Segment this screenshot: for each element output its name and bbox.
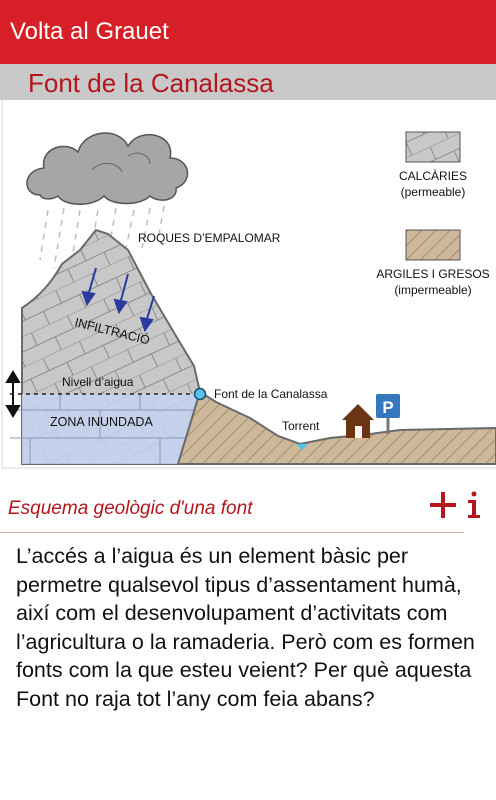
legend-clay: ARGILES I GRESOS (impermeable) xyxy=(376,229,490,297)
stream-label: Torrent xyxy=(282,419,320,433)
clay-ground xyxy=(176,390,496,465)
caption-divider xyxy=(0,532,464,533)
legend-limestone: CALCÀRIES (permeable) xyxy=(399,131,467,199)
section-title: Font de la Canalassa xyxy=(28,68,274,98)
diagram-caption: Esquema geològic d'una font xyxy=(8,498,253,519)
house-icon xyxy=(342,404,374,438)
legend-limestone-title: CALCÀRIES xyxy=(399,168,467,183)
infiltration-arrows xyxy=(81,267,155,333)
legend-clay-subtitle: (impermeable) xyxy=(394,283,471,297)
more-info-button[interactable] xyxy=(428,488,486,522)
legend-limestone-subtitle: (permeable) xyxy=(401,185,466,199)
cloud-icon xyxy=(26,132,189,205)
parking-label: P xyxy=(382,398,393,417)
caption-row: Esquema geològic d'una font xyxy=(0,484,496,524)
flooded-zone-label: ZONA INUNDADA xyxy=(50,415,153,429)
app-bar: Volta al Grauet xyxy=(0,0,496,64)
peak-label: ROQUES D’EMPALOMAR xyxy=(138,231,281,245)
stream-water xyxy=(296,444,308,450)
spring-label: Font de la Canalassa xyxy=(214,387,328,401)
app-title: Volta al Grauet xyxy=(10,18,169,45)
geology-diagram: P ROQUES D’EMPALOMAR INFILTRACIÓ Nivell … xyxy=(0,100,496,474)
description-text: L’accés a l’aigua és un element bàsic pe… xyxy=(16,544,475,711)
level-change-arrow-icon xyxy=(5,370,21,418)
spring-marker-icon xyxy=(193,387,207,401)
flooded-zone-area xyxy=(10,394,200,464)
parking-sign-icon: P xyxy=(376,394,400,434)
geology-diagram-svg: P ROQUES D’EMPALOMAR INFILTRACIÓ Nivell … xyxy=(1,100,496,469)
plus-info-icon xyxy=(430,491,480,518)
section-header: Font de la Canalassa xyxy=(0,64,496,100)
legend-clay-title: ARGILES I GRESOS xyxy=(376,267,489,281)
water-level-label: Nivell d’aigua xyxy=(62,375,134,389)
